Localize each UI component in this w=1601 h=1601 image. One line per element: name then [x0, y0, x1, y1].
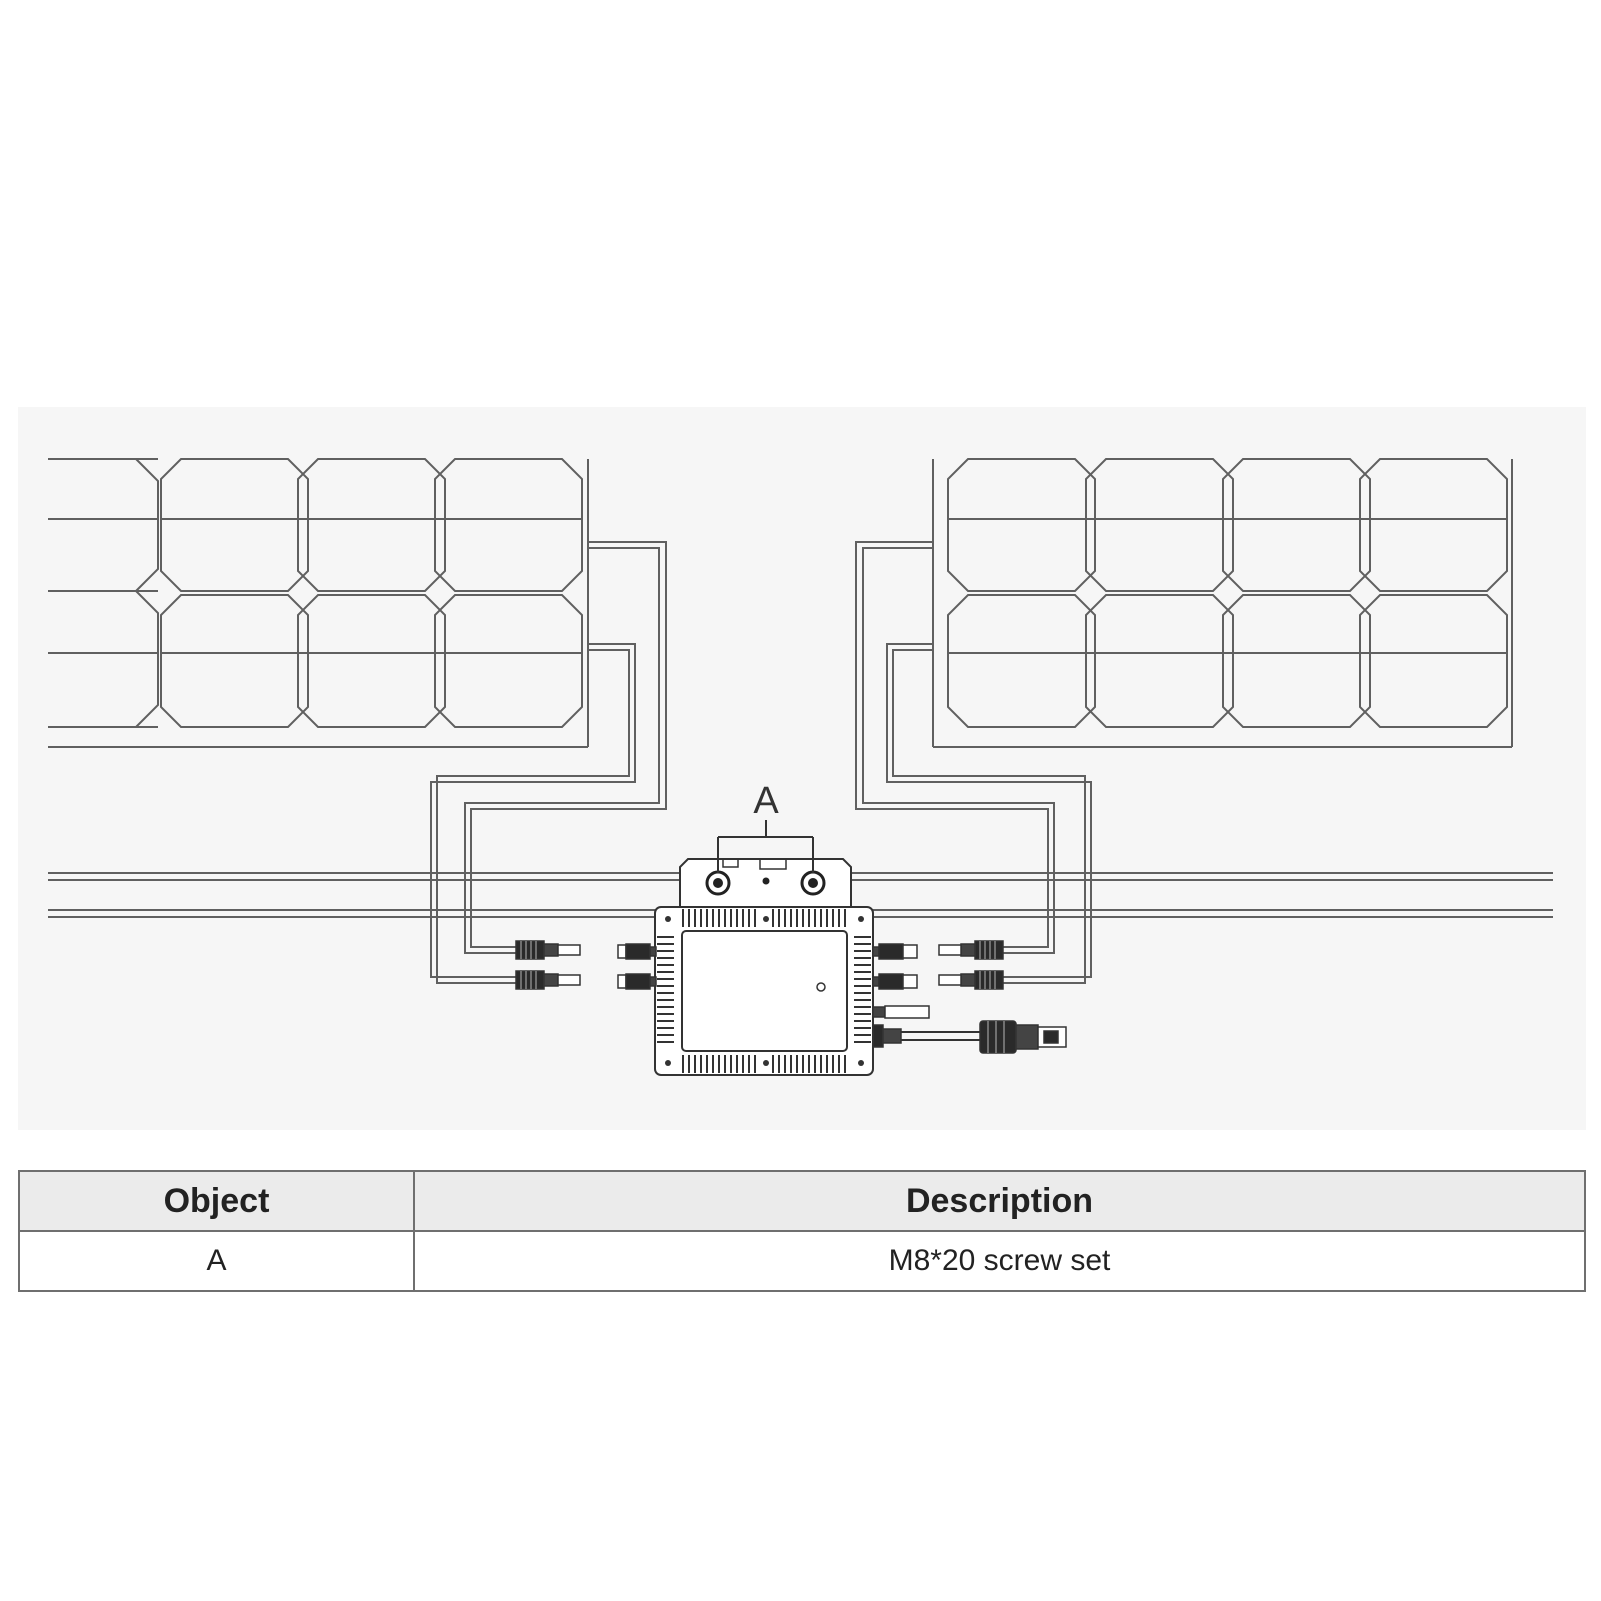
right-panel-cell: [1222, 458, 1371, 592]
dc-input-left: [617, 943, 657, 990]
right-mc4-connector-bottom: [938, 970, 1004, 990]
column-header-object: Object: [18, 1170, 415, 1232]
right-panel-cell: [1359, 594, 1508, 728]
right-solar-panel: [932, 458, 1513, 748]
parts-table: Object Description A M8*20 screw set: [18, 1170, 1586, 1292]
right-panel-cell: [1085, 458, 1234, 592]
left-panel-cell: [297, 594, 446, 728]
callout-label: A: [753, 780, 779, 822]
dc-cables: [430, 541, 1092, 984]
micro-inverter: [617, 858, 1067, 1076]
column-header-description: Description: [413, 1170, 1586, 1232]
table-row: A M8*20 screw set: [18, 1230, 1586, 1292]
right-panel-cell: [947, 458, 1096, 592]
left-panel-cell: [160, 458, 309, 592]
left-panel-cell: [160, 594, 309, 728]
right-mc4-connector-top: [938, 940, 1004, 960]
right-panel-cell: [947, 594, 1096, 728]
right-panel-cell: [1085, 594, 1234, 728]
left-panel-cell: [434, 594, 583, 728]
label-plate: [681, 930, 848, 1052]
left-mc4-connector-bottom: [515, 970, 581, 990]
installation-diagram: A: [18, 407, 1586, 1130]
callout-a: A: [717, 780, 814, 873]
left-panel-cell: [434, 458, 583, 592]
table-cell-description: M8*20 screw set: [413, 1230, 1586, 1292]
status-led-icon: [816, 982, 826, 992]
left-mc4-connector-top: [515, 940, 581, 960]
left-solar-panel: [48, 458, 589, 748]
table-cell-object: A: [18, 1230, 415, 1292]
ac-output-cable: [872, 1020, 1067, 1054]
left-panel-cell: [297, 458, 446, 592]
right-panel-cell: [1359, 458, 1508, 592]
right-panel-cell: [1222, 594, 1371, 728]
table-header-row: Object Description: [18, 1170, 1586, 1232]
ground-terminal: [872, 1005, 930, 1019]
dc-input-right: [872, 943, 918, 990]
